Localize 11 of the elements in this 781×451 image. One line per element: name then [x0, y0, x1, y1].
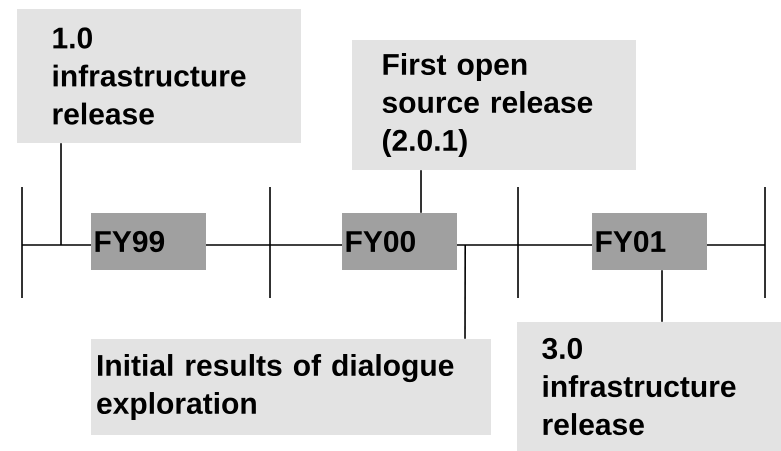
- leader-line: [420, 170, 422, 213]
- callout-box: Initial results of dialogue exploration: [91, 339, 491, 435]
- callout-box: 3.0 infrastructure release: [517, 322, 781, 451]
- year-box: FY00: [342, 213, 457, 270]
- leader-line: [60, 143, 62, 245]
- leader-line: [661, 270, 663, 322]
- callout-box: 1.0 infrastructure release: [17, 9, 301, 143]
- year-box: FY01: [592, 213, 707, 270]
- leader-line: [464, 245, 466, 339]
- callout-box: First open source release (2.0.1): [352, 40, 636, 170]
- year-box: FY99: [91, 213, 206, 270]
